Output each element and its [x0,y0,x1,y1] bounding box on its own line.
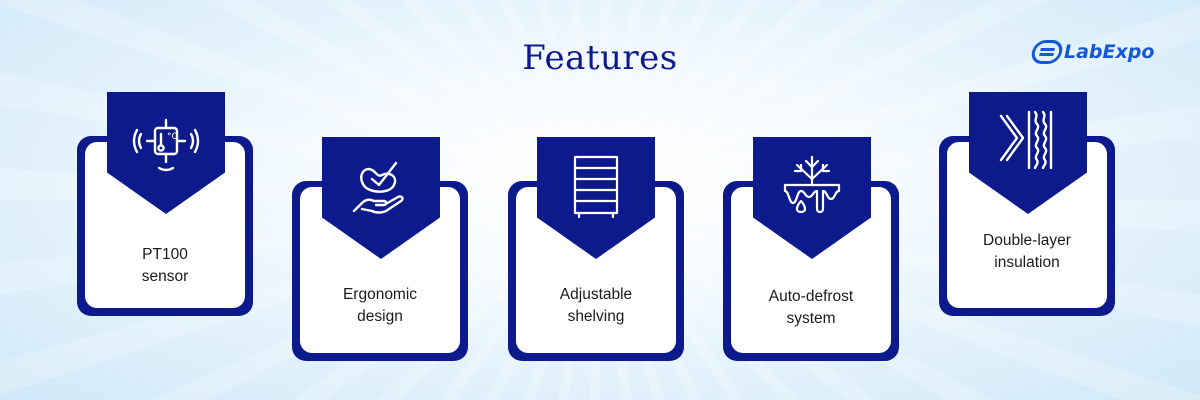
feature-label: Double-layer insulation [983,232,1071,271]
svg-text:°C: °C [167,132,178,142]
feature-label: Auto-defrost system [768,288,854,327]
shelving-icon [573,155,619,219]
hand-check-icon [352,161,404,214]
insulation-layers-icon [999,110,1053,170]
logo-mark-icon [1029,40,1065,64]
feature-label: PT100 sensor [141,246,189,285]
snowflake-melt-icon [783,155,841,214]
feature-label: Ergonomic design [342,286,418,325]
temperature-sensor-icon: °C [132,118,200,172]
logo-text: LabExpo [1064,41,1155,63]
brand-logo: LabExpo [1029,36,1155,68]
feature-label: Adjustable shelving [559,286,633,325]
page-title: Features [522,38,678,78]
